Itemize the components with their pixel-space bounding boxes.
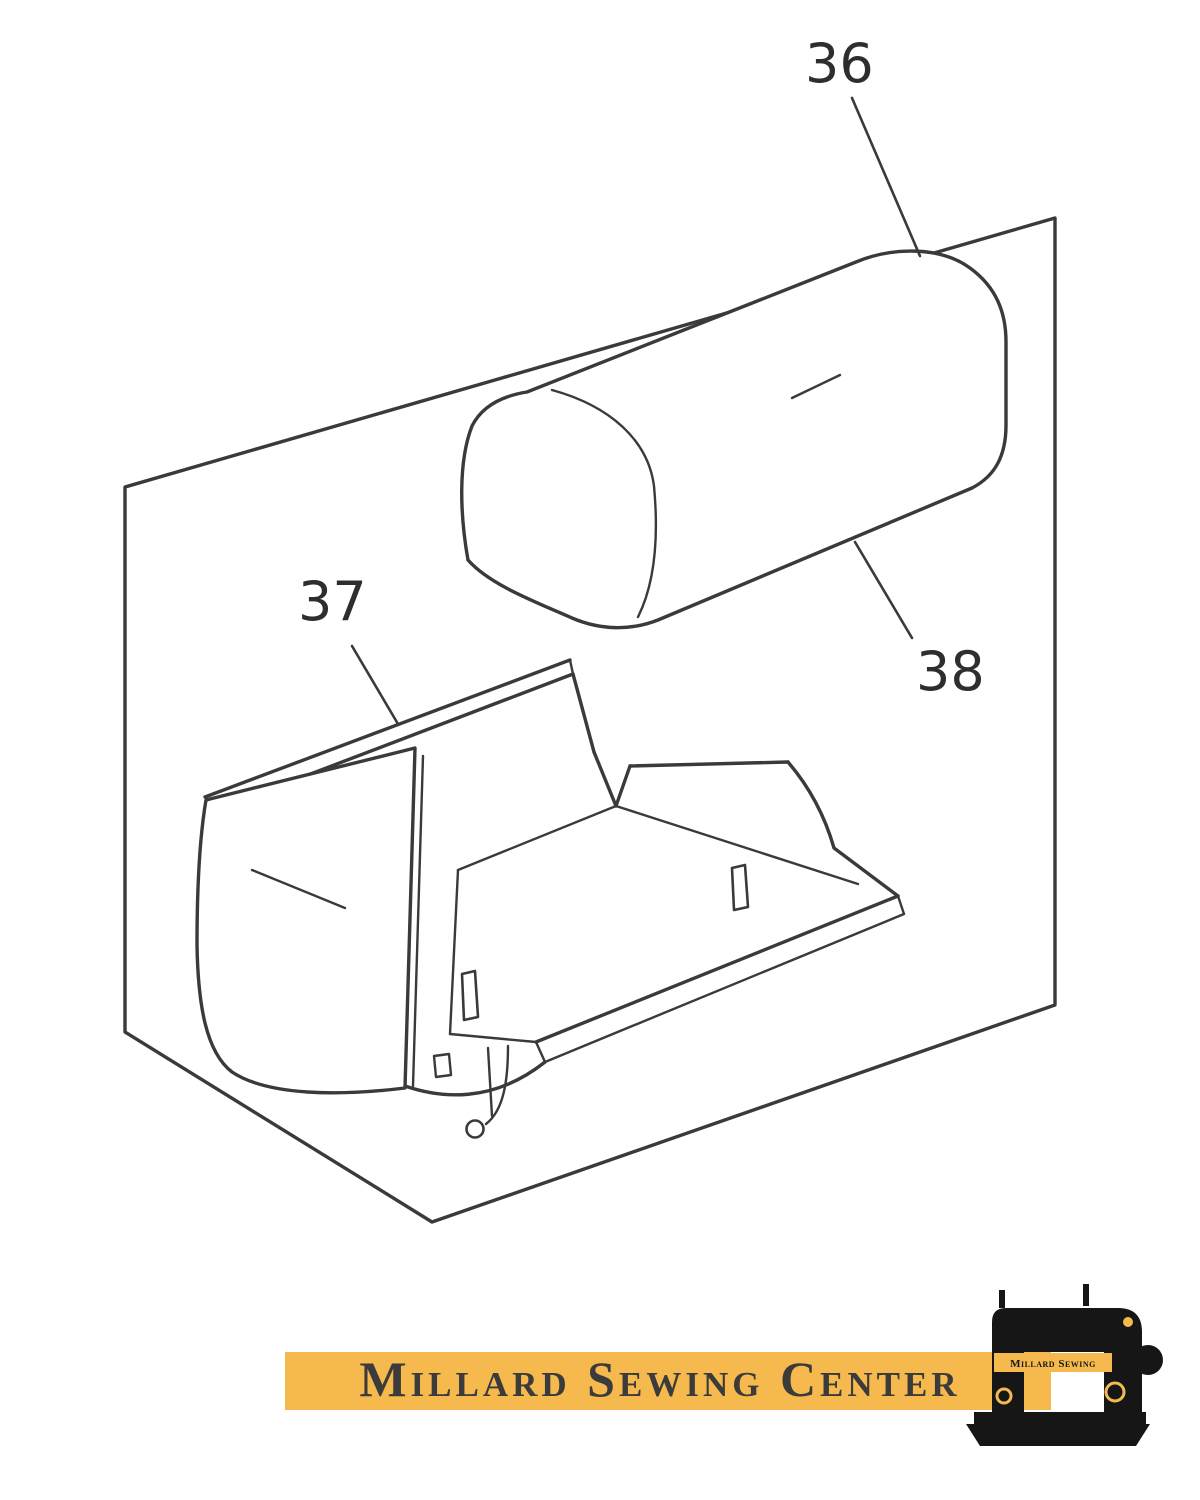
tray-right-wall-top — [786, 760, 900, 898]
tray-floor-front-edge — [448, 1032, 538, 1044]
tray-back-right-edge — [571, 672, 596, 754]
tray-endcap-outline — [195, 746, 417, 1095]
tray-endcap-detail-line — [250, 868, 347, 910]
dust-cover-top-detail-line — [790, 373, 842, 400]
machine-platform — [974, 1412, 1146, 1424]
part-label-37: 37 — [298, 570, 367, 633]
leader-line-37 — [350, 644, 400, 726]
hand-wheel — [1133, 1345, 1163, 1375]
tray-bottom-edge — [403, 1060, 547, 1097]
tray-floor-back-right-edge — [614, 804, 860, 886]
dust-cover-endcap-crease — [550, 388, 658, 619]
accessory-tray — [195, 658, 906, 1139]
tray-latch-hole — [432, 1052, 453, 1079]
machine-base — [966, 1424, 1150, 1446]
logo-band-text: Millard Sewing — [1010, 1358, 1096, 1370]
tray-endcap-seam-line — [411, 754, 425, 1088]
gold-dot-top — [1123, 1317, 1133, 1327]
tray-back-rim-outer — [203, 658, 572, 799]
banner-title: Millard Sewing Center — [359, 1351, 960, 1407]
tray-open-back-rim — [628, 760, 790, 768]
tray-pin-rear — [730, 863, 750, 912]
gold-ring-left — [995, 1387, 1013, 1405]
tray-front-rim — [534, 894, 900, 1044]
callouts: 36 37 38 — [298, 32, 985, 726]
tray-floor-back-left-edge — [456, 804, 618, 872]
tray-strap-left-line — [486, 1046, 494, 1118]
tray-strap-right-line — [484, 1044, 510, 1126]
machine-body — [992, 1308, 1142, 1412]
leader-line-38 — [853, 540, 914, 640]
tray-pin-front — [460, 969, 480, 1022]
banner-background — [285, 1352, 1051, 1410]
part-label-38: 38 — [916, 640, 985, 703]
leader-line-36 — [850, 96, 922, 258]
tray-left-inner-wall-edge — [448, 868, 460, 1036]
dust-cover — [460, 249, 1008, 630]
tray-strap-ball — [465, 1119, 485, 1139]
tray-front-wall-thickness — [534, 894, 906, 1064]
brand-banner: Millard Sewing Center — [285, 1351, 1051, 1410]
part-label-36: 36 — [805, 32, 874, 95]
dust-cover-outline — [460, 249, 1008, 630]
logo-band — [994, 1353, 1112, 1372]
sewing-machine-logo: Millard Sewing — [966, 1284, 1163, 1446]
gold-ring-right — [1104, 1381, 1126, 1403]
tray-rim-apex-join — [568, 658, 575, 676]
